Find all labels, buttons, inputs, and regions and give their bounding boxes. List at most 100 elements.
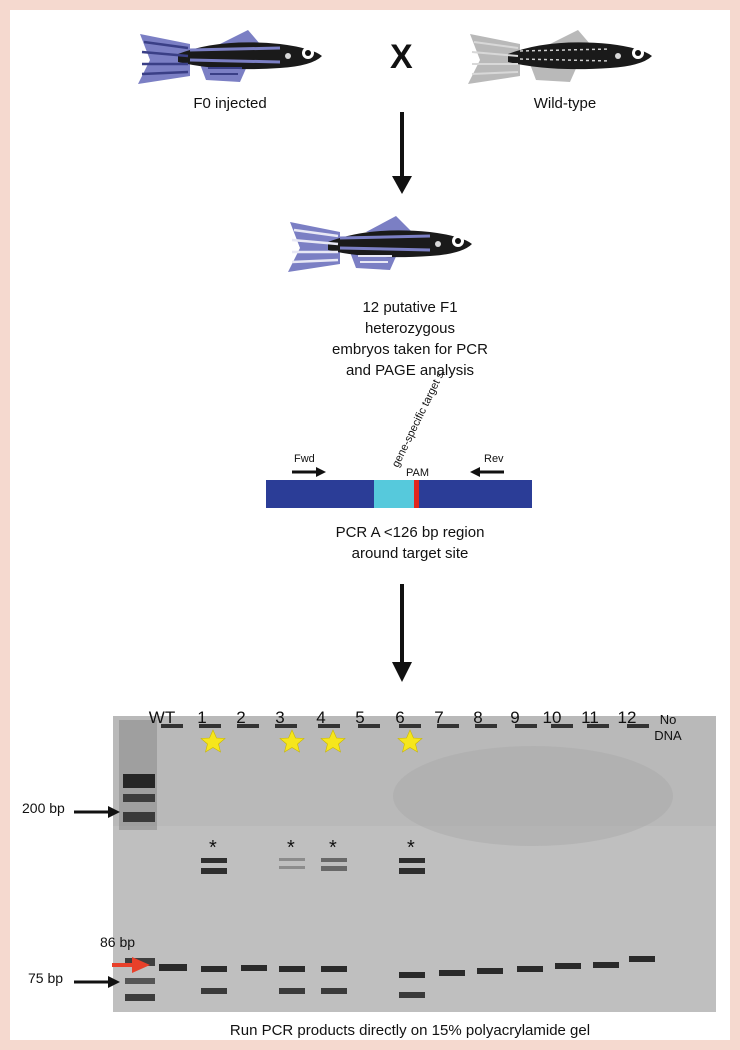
pcr-description-line: around target site: [351, 545, 469, 562]
wt-band: [159, 964, 187, 971]
gel-well: [515, 724, 537, 728]
down-arrow-icon: [392, 112, 412, 194]
mutant-band: [399, 992, 425, 998]
lane-label-wt: WT: [148, 708, 176, 727]
rev-primer-label: Rev: [484, 453, 504, 465]
target-site-label: gene-specific target site: [390, 372, 452, 469]
lane-label: 4: [316, 708, 326, 727]
heteroduplex-band: [201, 868, 227, 874]
gel-well: [437, 724, 459, 728]
asterisk-mark: *: [287, 837, 295, 859]
f1-description-line: embryos taken for PCR: [332, 341, 488, 358]
pcr-description-line: PCR A <126 bp region: [335, 524, 485, 541]
asterisk-mark: *: [329, 837, 337, 859]
heteroduplex-band: [321, 858, 347, 862]
arrow-75bp-icon: [74, 976, 120, 988]
gel-well: [237, 724, 259, 728]
heteroduplex-band: [321, 866, 347, 871]
figure-panel: X F0 injected Wild-type 12 putative F1: [10, 10, 730, 1040]
red-arrow-86bp-icon: [112, 957, 150, 973]
size-label-200bp: 200 bp: [22, 800, 65, 816]
wt-band: [279, 966, 305, 972]
fwd-primer-label: Fwd: [294, 453, 315, 465]
no-dna-label-line: No: [659, 712, 677, 727]
cross-symbol: X: [390, 38, 413, 76]
f1-description: 12 putative F1 heterozygous embryos take…: [270, 297, 550, 381]
rev-primer-arrow-icon: [470, 467, 480, 477]
no-dna-label-line: DNA: [654, 728, 682, 743]
lane-label: 5: [355, 708, 365, 727]
gel-well: [551, 724, 573, 728]
ladder-band: [123, 812, 155, 822]
mutant-band: [201, 988, 227, 994]
pcr-description: PCR A <126 bp region around target site: [270, 522, 550, 564]
gel-well: [399, 724, 421, 728]
size-label-86bp: 86 bp: [100, 934, 136, 950]
star-icon: [279, 729, 305, 753]
mutant-band: [279, 988, 305, 994]
f1-description-line: and PAGE analysis: [345, 362, 475, 379]
lane-label: 6: [395, 708, 405, 727]
mutant-band: [321, 988, 347, 994]
wt-band: [517, 966, 543, 972]
heteroduplex-band: [399, 868, 425, 874]
wt-band: [439, 970, 465, 976]
amplicon-diagram: Fwd Rev PAM gene-specific target site: [266, 372, 532, 508]
asterisk-mark: *: [407, 837, 415, 859]
wt-band: [555, 963, 581, 969]
ladder-band: [123, 794, 155, 802]
star-icon: [200, 729, 226, 753]
wt-band: [241, 965, 267, 971]
lane-label: 11: [581, 708, 599, 727]
target-site-region: [374, 480, 414, 508]
f1-heterozygous-fish-icon: [288, 216, 472, 272]
gel-well: [161, 724, 183, 728]
gel-caption: Run PCR products directly on 15% polyacr…: [229, 1022, 591, 1039]
lane-label: 7: [434, 708, 444, 727]
gel-well: [587, 724, 609, 728]
gel-well: [318, 724, 340, 728]
gel-well: [358, 724, 380, 728]
star-icon: [320, 729, 346, 753]
wt-band: [399, 972, 425, 978]
wild-type-fish-icon: [468, 30, 652, 84]
arrow-200bp-icon: [74, 806, 120, 818]
star-icon: [397, 729, 423, 753]
asterisk-mark: *: [209, 837, 217, 859]
ladder-band: [125, 994, 155, 1001]
f1-description-line: 12 putative F1: [362, 299, 458, 316]
wild-type-label: Wild-type: [533, 95, 597, 112]
gel-well: [275, 724, 297, 728]
lane-label: 1: [197, 708, 207, 727]
lane-label: 10: [542, 708, 562, 727]
heteroduplex-band: [399, 858, 425, 863]
heteroduplex-band: [279, 866, 305, 869]
wt-band: [321, 966, 347, 972]
no-dna-label: No DNA: [648, 712, 688, 744]
wt-band: [201, 966, 227, 972]
ladder-band: [123, 774, 155, 788]
f0-injected-label: F0 injected: [193, 95, 267, 112]
lane-label: 2: [236, 708, 246, 727]
f1-description-line: heterozygous: [364, 320, 456, 337]
f0-injected-fish-icon: [138, 30, 322, 84]
pam-region: [414, 480, 419, 508]
pam-label: PAM: [406, 467, 429, 479]
wt-band: [629, 956, 655, 962]
heteroduplex-band: [279, 858, 305, 861]
lane-label: 8: [473, 708, 483, 727]
wt-band: [593, 962, 619, 968]
lane-label: 3: [275, 708, 285, 727]
page-gel-image: * * * *: [113, 716, 716, 1012]
fwd-primer-arrow-icon: [316, 467, 326, 477]
wt-band: [477, 968, 503, 974]
ladder-band: [125, 978, 155, 984]
lane-label: 12: [617, 708, 637, 727]
gel-well: [199, 724, 221, 728]
size-label-75bp: 75 bp: [28, 970, 64, 986]
heteroduplex-band: [201, 858, 227, 863]
gel-well: [475, 724, 497, 728]
down-arrow-icon: [392, 584, 412, 682]
lane-label: 9: [510, 708, 520, 727]
gel-well: [627, 724, 649, 728]
